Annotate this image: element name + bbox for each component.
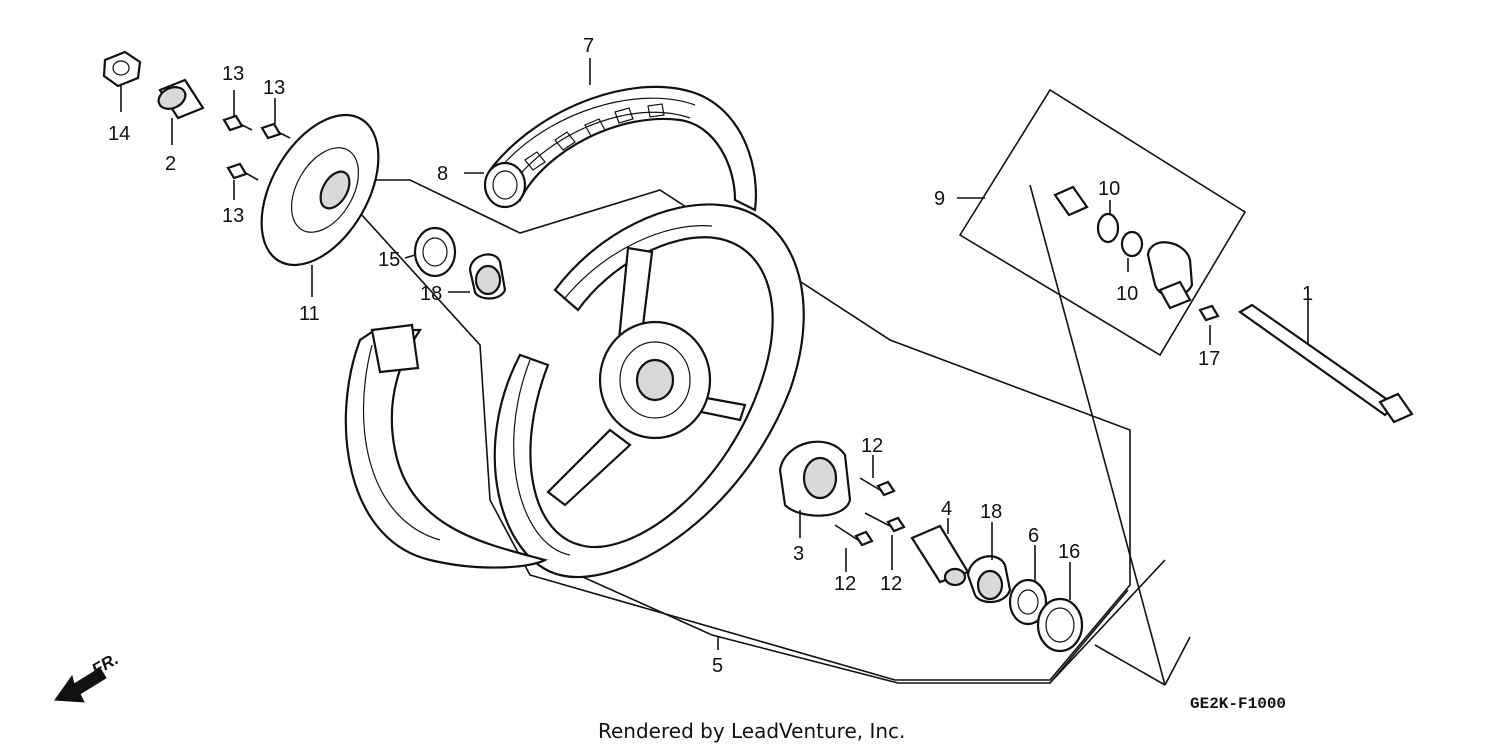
callout-11: 11 <box>299 303 320 325</box>
callout-3: 3 <box>793 543 804 565</box>
hub-cover-3 <box>778 440 852 517</box>
retainer-6 <box>1008 578 1048 626</box>
dust-seal-16 <box>1036 597 1084 653</box>
callout-13-left-top: 13 <box>222 63 244 85</box>
callout-13-left-bottom: 13 <box>222 205 244 227</box>
wheel-rim <box>493 203 805 579</box>
arrow-left-down-icon <box>54 667 107 703</box>
callout-16: 16 <box>1058 541 1080 563</box>
brake-disc <box>260 113 380 267</box>
callout-13-right-top: 13 <box>263 77 285 99</box>
callout-14: 14 <box>108 123 130 145</box>
screw-17 <box>1198 304 1220 322</box>
bearing-18-right <box>966 555 1012 603</box>
callout-8: 8 <box>437 163 448 185</box>
callout-9: 9 <box>934 188 945 210</box>
group-outlines <box>329 88 1247 686</box>
bearing-15 <box>413 226 457 278</box>
callout-1: 1 <box>1302 283 1313 305</box>
speedometer-gearbox-9 <box>1053 185 1194 310</box>
callout-18-left: 18 <box>420 283 442 305</box>
callout-12-right: 12 <box>880 573 902 595</box>
callout-17: 17 <box>1198 348 1220 370</box>
fender <box>344 323 548 569</box>
callout-7: 7 <box>583 35 594 57</box>
axle-1 <box>1237 303 1414 424</box>
leader-lines <box>120 58 1309 650</box>
bolts-12 <box>834 477 906 547</box>
callout-10-top: 10 <box>1098 178 1120 200</box>
callout-6: 6 <box>1028 525 1039 547</box>
diagram-code: GE2K-F1000 <box>1190 695 1286 713</box>
front-direction-arrow: FR. <box>54 649 122 703</box>
bolts-13 <box>222 114 291 181</box>
callout-15: 15 <box>378 249 400 271</box>
callout-12-left: 12 <box>834 573 856 595</box>
callout-4: 4 <box>941 498 952 520</box>
credit-text: Rendered by LeadVenture, Inc. <box>598 719 905 743</box>
callout-labels: 1 2 3 4 5 6 7 8 9 10 10 11 12 12 12 13 1… <box>108 35 1313 677</box>
collar-2 <box>157 78 205 120</box>
callout-18-right: 18 <box>980 501 1002 523</box>
spacer-4 <box>910 524 970 587</box>
tire <box>483 85 757 212</box>
callout-2: 2 <box>165 153 176 175</box>
nut-14 <box>102 50 142 88</box>
callout-10-bottom: 10 <box>1116 283 1138 305</box>
bearing-18-left <box>468 253 507 300</box>
callout-5: 5 <box>712 655 723 677</box>
callout-12-top: 12 <box>861 435 883 457</box>
